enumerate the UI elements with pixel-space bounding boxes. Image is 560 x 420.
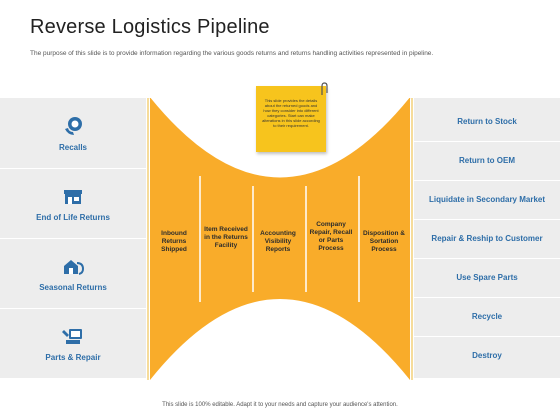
stage-label: Accounting Visibility Reports <box>260 230 296 253</box>
house-return-icon <box>64 259 84 275</box>
repair-icon <box>62 328 82 344</box>
left-item-end-of-life[interactable]: End of Life Returns <box>0 168 146 239</box>
left-item-label: Recalls <box>58 142 88 152</box>
right-item-label: Recycle <box>471 312 503 321</box>
right-item-label: Return to Stock <box>457 117 517 126</box>
recall-icon <box>65 116 82 135</box>
store-icon <box>64 189 82 204</box>
page-subtitle: The purpose of this slide is to provide … <box>30 50 434 57</box>
right-item[interactable]: Return to OEM <box>414 141 560 181</box>
stage-label: Company Repair, Recall or Parts Process <box>309 221 353 252</box>
left-item-recalls[interactable]: Recalls <box>0 98 146 169</box>
left-item-label: Parts & Repair <box>45 352 101 362</box>
right-item-label: Liquidate in Secondary Market <box>428 195 546 204</box>
pipeline-funnel <box>147 98 413 380</box>
right-item-label: Return to OEM <box>459 156 515 165</box>
right-item[interactable]: Liquidate in Secondary Market <box>414 180 560 220</box>
left-item-label: Seasonal Returns <box>39 282 107 292</box>
left-panel: Recalls End of Life Returns Seasonal Ret… <box>0 98 146 378</box>
right-item-label: Repair & Reship to Customer <box>431 234 543 243</box>
stage-label: Disposition & Sortation Process <box>363 230 405 253</box>
stage-label: Inbound Returns Shipped <box>161 230 187 253</box>
right-item[interactable]: Use Spare Parts <box>414 258 560 298</box>
paperclip-icon <box>321 82 328 95</box>
left-item-parts-repair[interactable]: Parts & Repair <box>0 308 146 378</box>
right-item-label: Use Spare Parts <box>456 273 518 282</box>
sticky-note: This slide provides the details about th… <box>256 86 326 152</box>
left-item-label: End of Life Returns <box>36 212 110 222</box>
sticky-note-text: This slide provides the details about th… <box>262 98 320 128</box>
right-panel: Return to Stock Return to OEM Liquidate … <box>414 98 560 378</box>
right-item[interactable]: Destroy <box>414 336 560 375</box>
left-item-seasonal[interactable]: Seasonal Returns <box>0 238 146 309</box>
footer-note: This slide is 100% editable. Adapt it to… <box>162 402 398 408</box>
page-title: Reverse Logistics Pipeline <box>30 16 270 38</box>
right-item[interactable]: Recycle <box>414 297 560 337</box>
right-item-label: Destroy <box>472 351 502 360</box>
stage-label: Item Received in the Returns Facility <box>204 226 248 249</box>
right-item[interactable]: Repair & Reship to Customer <box>414 219 560 259</box>
funnel-shape <box>150 98 410 380</box>
right-item[interactable]: Return to Stock <box>414 102 560 142</box>
